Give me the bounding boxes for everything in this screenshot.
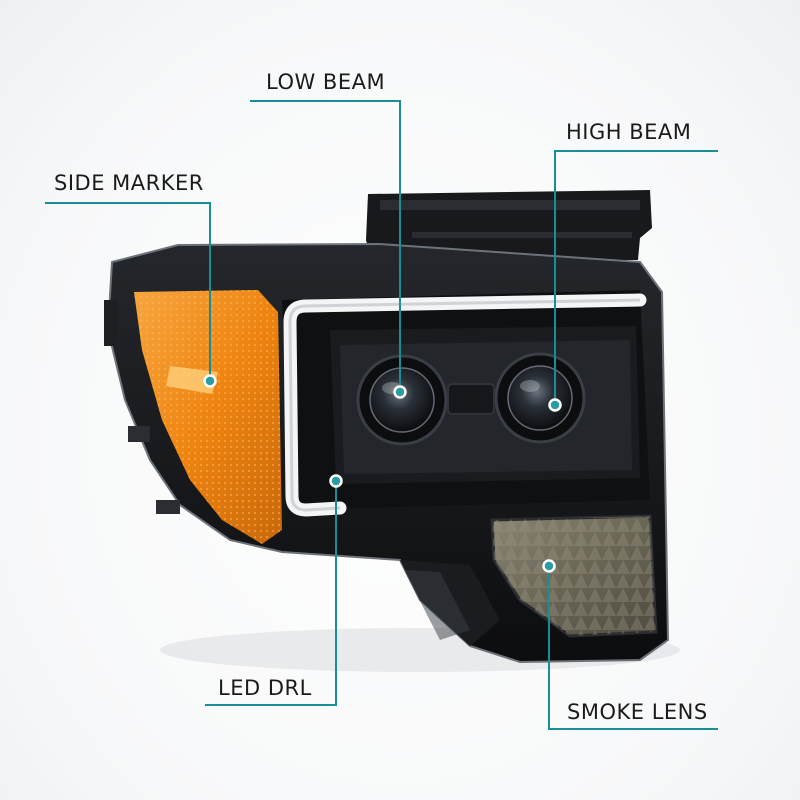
smoke-lens-label: SMOKE LENS	[567, 700, 708, 724]
led-drl-leader	[205, 481, 337, 706]
callout-leaders	[45, 100, 718, 730]
side-marker-label: SIDE MARKER	[54, 171, 204, 195]
smoke-lens-dot	[542, 559, 556, 573]
low-beam-leader	[250, 100, 401, 392]
high-beam-dot	[548, 398, 562, 412]
smoke-lens-leader	[548, 566, 718, 730]
low-beam-dot	[393, 385, 407, 399]
low-beam-label: LOW BEAM	[266, 70, 386, 94]
high-beam-leader	[554, 150, 718, 405]
side-marker-dot	[203, 374, 217, 388]
led-drl-dot	[329, 474, 343, 488]
led-drl-label: LED DRL	[218, 676, 312, 700]
side-marker-leader	[45, 202, 211, 381]
high-beam-label: HIGH BEAM	[566, 120, 692, 144]
